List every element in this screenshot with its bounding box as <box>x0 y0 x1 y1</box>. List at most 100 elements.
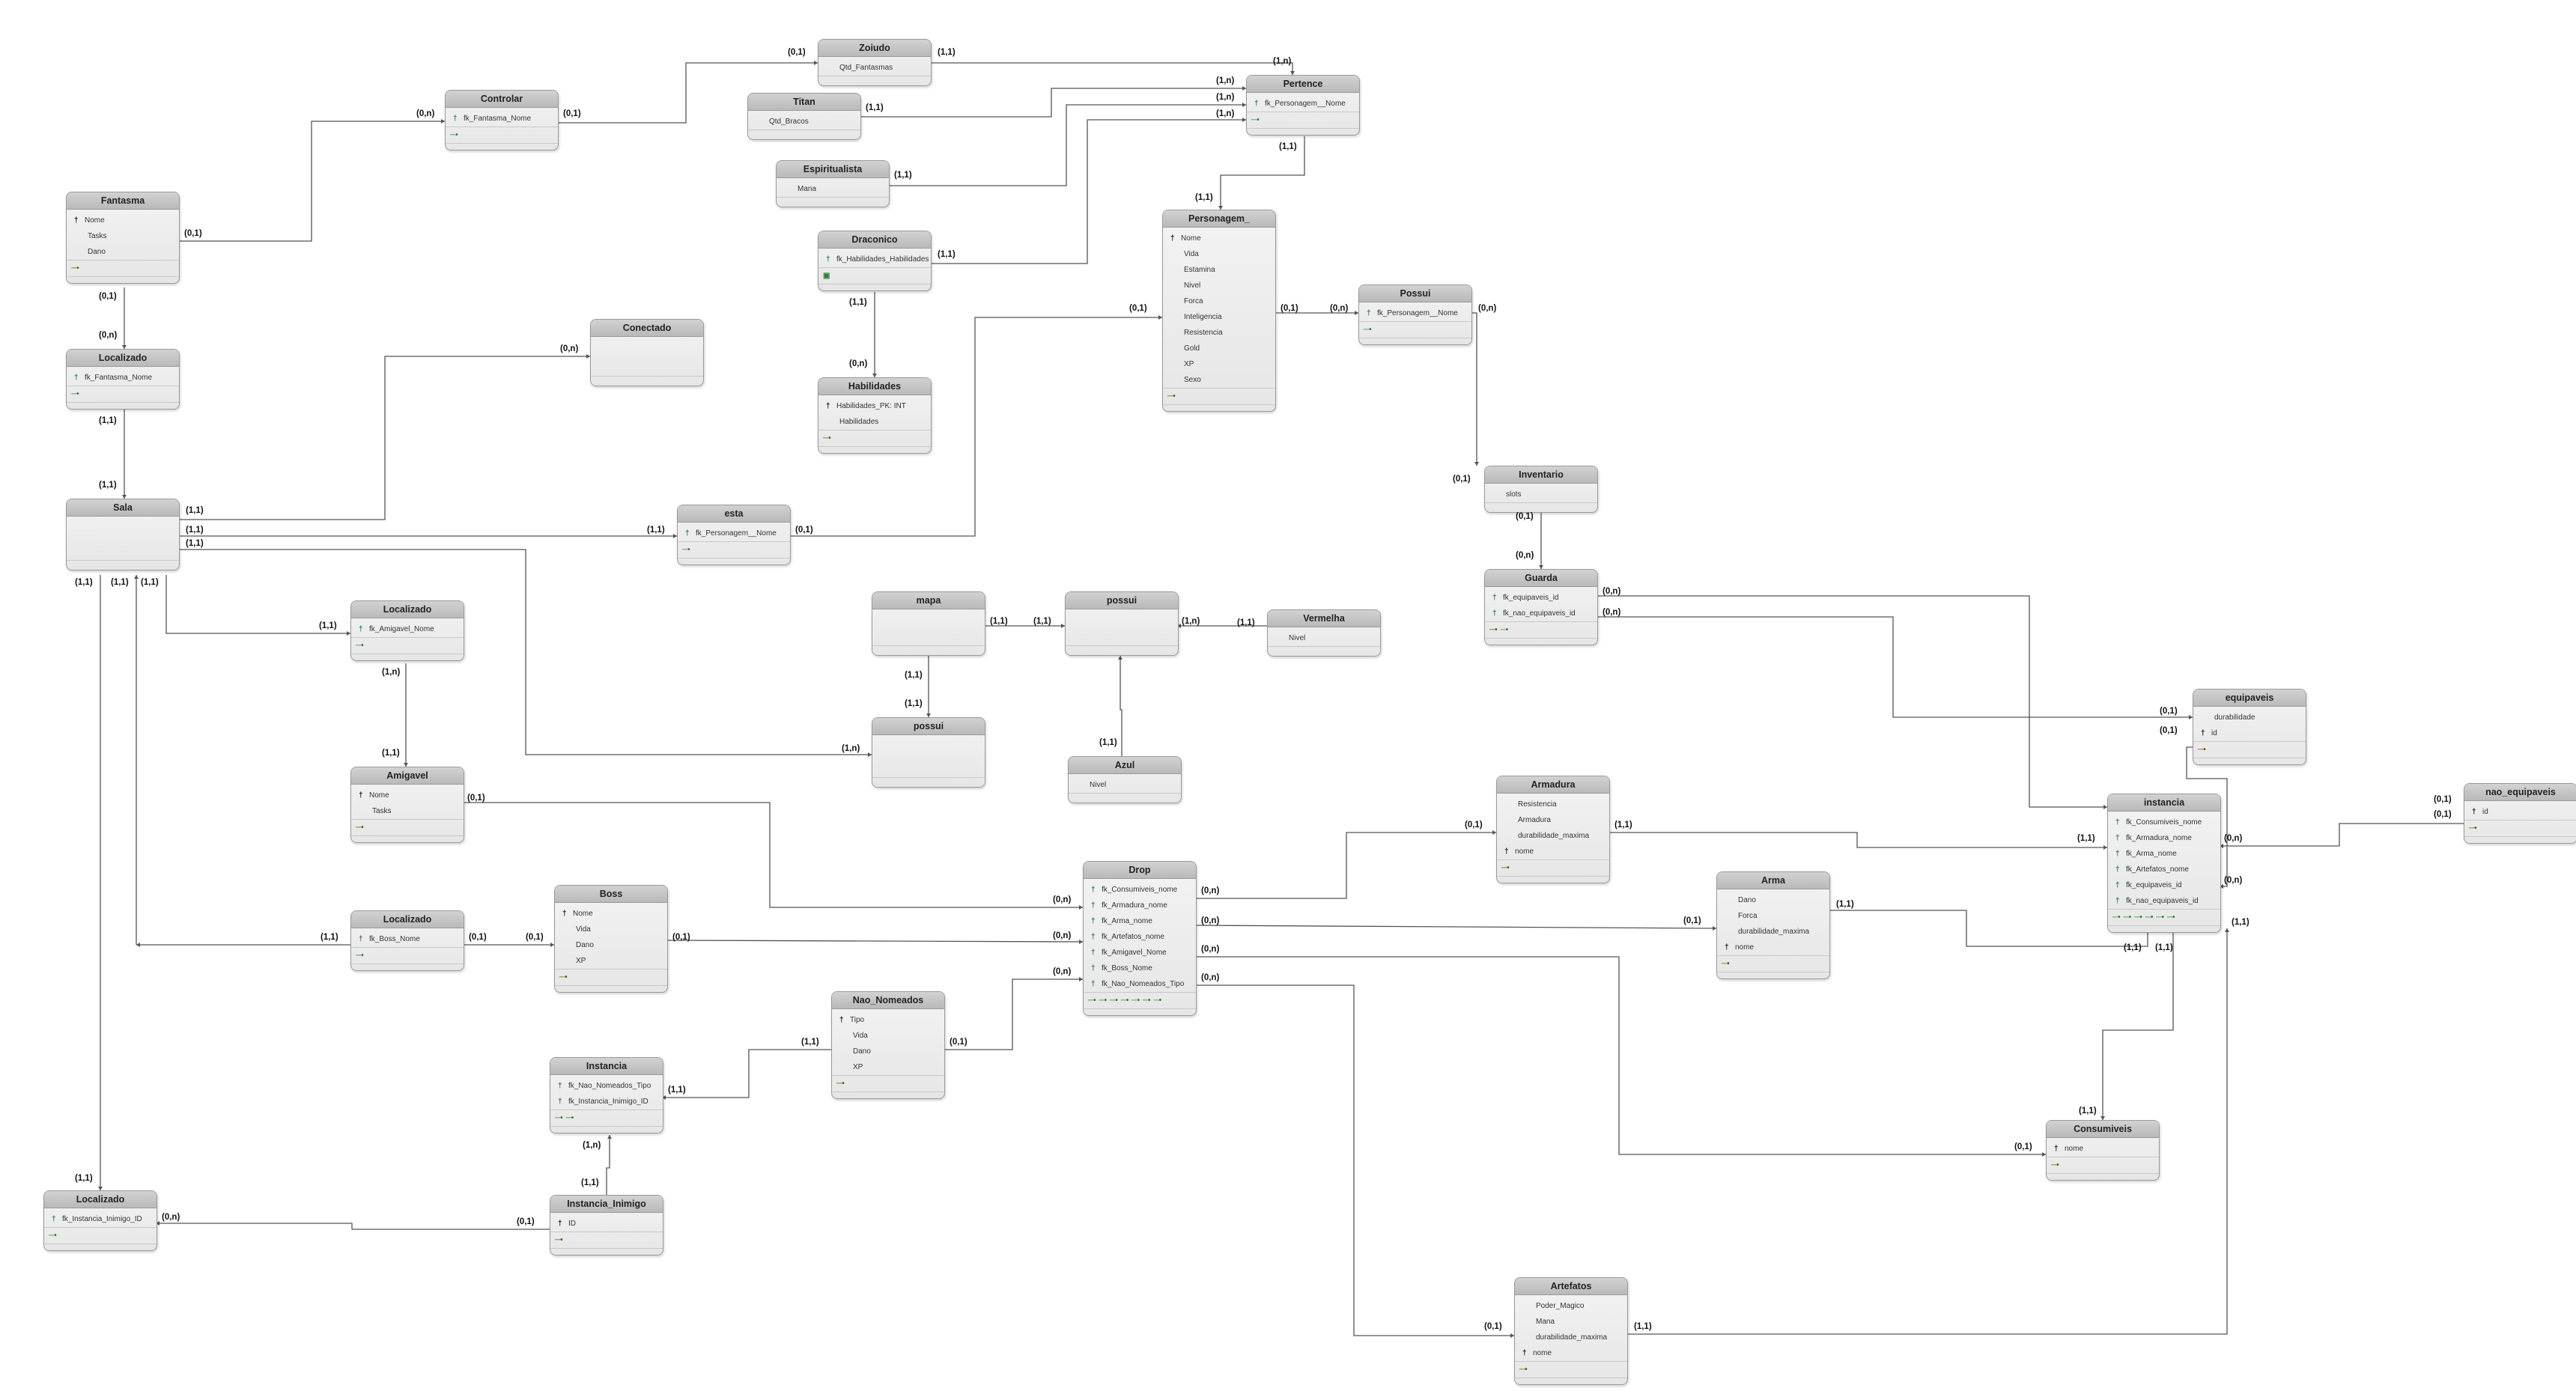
index-row: ─• <box>1247 112 1359 128</box>
cardinality-label: (0,1) <box>1281 304 1298 313</box>
attribute-name: fk_Artefatos_nome <box>1102 933 1164 941</box>
cardinality-label: (1,1) <box>1195 193 1213 202</box>
entity-instancia2[interactable]: Instancia†fk_Nao_Nomeados_Tipo†fk_Instan… <box>550 1057 663 1133</box>
cardinality-label: (0,1) <box>950 1038 967 1047</box>
entity-localizado3[interactable]: Localizado†fk_Boss_Nome─• <box>350 910 464 971</box>
foreign-key-icon: † <box>2115 897 2120 905</box>
index-key-icon: ─• <box>2051 1161 2059 1169</box>
edge-arrow <box>156 1221 160 1226</box>
foreign-index-icon: ─• <box>356 952 364 960</box>
cardinality-label: (0,1) <box>469 933 487 942</box>
entity-localizado2[interactable]: Localizado†fk_Amigavel_Nome─• <box>350 600 464 661</box>
attribute-name: fk_Arma_nome <box>1102 917 1152 925</box>
attribute-name: Qtd_Bracos <box>769 118 809 126</box>
entity-title: Pertence <box>1247 76 1359 93</box>
foreign-key-icon: † <box>359 625 363 633</box>
entity-nao_equipaveis[interactable]: nao_equipaveis†id─• <box>2464 783 2576 844</box>
primary-key-icon: † <box>558 1220 562 1228</box>
entity-controlar[interactable]: Controlar†fk_Fantasma_Nome─• <box>445 90 559 150</box>
cardinality-label: (1,1) <box>866 103 884 112</box>
attribute-row: †fk_Boss_Nome <box>1084 961 1196 976</box>
entity-conectado[interactable]: Conectado <box>590 319 704 386</box>
attribute-row: †fk_Amigavel_Nome <box>351 621 464 637</box>
cardinality-label: (1,1) <box>186 539 204 548</box>
cardinality-label: (1,1) <box>581 1178 599 1187</box>
cardinality-label: (0,1) <box>2014 1142 2032 1151</box>
foreign-index-icon: ─• <box>565 1114 574 1122</box>
attribute-row: Qtd_Bracos <box>748 114 860 130</box>
edge-arrow <box>1539 565 1543 569</box>
foreign-key-icon: † <box>1091 933 1096 941</box>
attribute-row: Poder_Magico <box>1515 1298 1627 1314</box>
edge-arrow <box>1079 977 1083 981</box>
entity-title: Draconico <box>818 231 931 249</box>
index-key-icon: ─• <box>555 1236 563 1244</box>
attribute-row: †id <box>2464 804 2576 820</box>
attribute-row: XP <box>832 1059 944 1075</box>
attribute-row: Nivel <box>1163 278 1275 293</box>
primary-key-icon: † <box>1522 1349 1527 1357</box>
entity-sala[interactable]: Sala <box>66 499 180 570</box>
attribute-row: Inteligencia <box>1163 309 1275 325</box>
entity-esta[interactable]: esta†fk_Personagem__Nome─• <box>677 505 791 565</box>
entity-guarda[interactable]: Guarda†fk_equipaveis_id†fk_nao_equipavei… <box>1484 569 1598 645</box>
cardinality-label: (0,1) <box>99 292 117 301</box>
attribute-row: Mana <box>777 181 889 197</box>
attribute-name: XP <box>576 957 586 965</box>
cardinality-label: (1,1) <box>319 621 337 630</box>
attribute-name: fk_equipaveis_id <box>1503 594 1559 602</box>
entity-possui1[interactable]: Possui†fk_Personagem__Nome─• <box>1358 284 1472 345</box>
entity-drop[interactable]: Drop†fk_Consumiveis_nome†fk_Armadura_nom… <box>1083 861 1197 1016</box>
cardinality-label: (0,1) <box>1683 916 1701 925</box>
entity-pertence[interactable]: Pertence†fk_Personagem__Nome─• <box>1246 75 1360 136</box>
entity-localizado4[interactable]: Localizado†fk_Instancia_Inimigo_ID─• <box>43 1190 157 1251</box>
entity-consumiveis[interactable]: Consumiveis†nome─• <box>2046 1120 2160 1181</box>
entity-possui3[interactable]: possui <box>872 717 985 788</box>
entity-title: Controlar <box>446 91 558 108</box>
foreign-key-icon: † <box>1091 917 1096 925</box>
primary-key-icon: † <box>2472 808 2476 816</box>
attribute-name: fk_Fantasma_Nome <box>464 115 532 123</box>
edge-arrow <box>98 1187 103 1190</box>
attribute-row: †fk_Nao_Nomeados_Tipo <box>550 1078 663 1094</box>
entity-mapa[interactable]: mapa <box>872 591 985 656</box>
cardinality-label: (0,1) <box>2160 726 2178 735</box>
attribute-row: †fk_Armadura_nome <box>2108 830 2220 846</box>
entity-localizado1[interactable]: Localizado†fk_Fantasma_Nome─• <box>66 349 180 410</box>
entity-title: equipaveis <box>2193 690 2306 707</box>
attribute-name: Qtd_Fantasmas <box>839 64 893 72</box>
entity-instancia[interactable]: instancia†fk_Consumiveis_nome†fk_Armadur… <box>2107 794 2221 933</box>
attribute-row: †fk_Habilidades_Habilidades <box>818 252 931 267</box>
entity-draconico[interactable]: Draconico†fk_Habilidades_Habilidades▣ <box>818 231 932 291</box>
entity-possui2[interactable]: possui <box>1065 591 1179 656</box>
entity-title: Inventario <box>1485 466 1597 484</box>
entity-instancia_inimigo[interactable]: Instancia_Inimigo†ID─• <box>550 1195 663 1255</box>
attribute-name: Forca <box>1184 297 1203 305</box>
foreign-index-icon: ─• <box>2145 913 2154 922</box>
relationship-edge <box>1626 928 2228 1335</box>
attribute-row: † fk_Artefatos_nome <box>1084 929 1196 945</box>
edge-arrow <box>136 943 140 947</box>
index-row: ─• <box>44 1228 157 1244</box>
relationship-edge <box>156 1223 550 1230</box>
entity-body <box>67 517 179 557</box>
entity-title: possui <box>872 718 985 735</box>
attribute-name: fk_Personagem__Nome <box>1265 100 1346 108</box>
attribute-row: Vida <box>555 922 667 937</box>
